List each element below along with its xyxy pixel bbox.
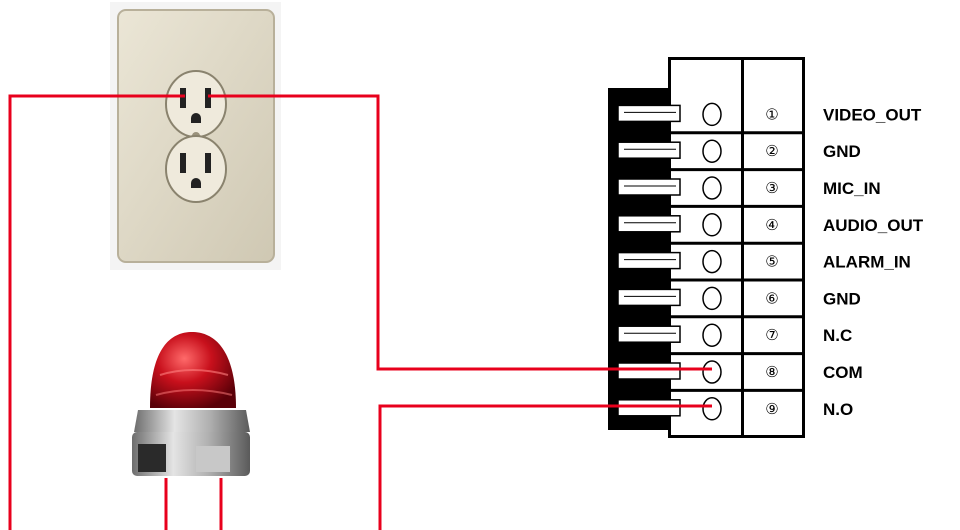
- screw-terminal: [702, 213, 722, 237]
- pin-number: ①: [765, 105, 778, 123]
- pin-number: ⑥: [765, 289, 778, 307]
- terminal-pin-2: ② GND: [617, 131, 861, 163]
- pin-label: COM: [823, 363, 863, 382]
- wires: [8, 94, 712, 530]
- pin-label: GND: [823, 289, 861, 308]
- screw-terminal: [702, 360, 722, 384]
- wire-slot: [617, 362, 681, 380]
- wire-outlet-to-beacon: [8, 94, 185, 530]
- terminal-pin-6: ⑥ GND: [617, 278, 861, 311]
- screw-terminal: [702, 323, 722, 347]
- pin-number: ②: [765, 142, 778, 160]
- wire-no-to-beacon: [378, 404, 712, 530]
- screw-terminal: [702, 176, 722, 200]
- screw-terminal: [702, 249, 722, 274]
- terminal-pin-1: ① VIDEO_OUT: [617, 102, 922, 127]
- pin-label: N.O: [823, 400, 853, 419]
- wire-slot: [617, 399, 681, 417]
- pin-label: VIDEO_OUT: [823, 105, 922, 124]
- pin-number: ⑦: [765, 326, 778, 344]
- red-beacon-light-icon: [132, 332, 250, 476]
- wire-slot: [617, 104, 681, 123]
- terminal-pin-5: ⑤ ALARM_IN: [617, 241, 911, 274]
- pin-label: GND: [823, 142, 861, 161]
- pin-label: MIC_IN: [823, 179, 881, 198]
- wire-slot: [617, 178, 681, 196]
- pin-label: AUDIO_OUT: [823, 216, 924, 235]
- wire-slot: [617, 141, 681, 159]
- wire-slot: [617, 288, 681, 307]
- screw-terminal: [702, 286, 722, 311]
- wire-slot: [617, 251, 681, 270]
- pin-number: ⑧: [765, 363, 778, 381]
- screw-terminal: [702, 397, 722, 421]
- terminal-pin-7: ⑦ N.C: [617, 315, 852, 347]
- wire-slot: [617, 215, 681, 233]
- terminal-pin-3: ③ MIC_IN: [617, 168, 881, 200]
- screw-terminal: [702, 139, 722, 163]
- lower-receptacle: [165, 135, 227, 203]
- pin-number: ④: [765, 216, 778, 234]
- pin-number: ⑤: [765, 253, 778, 271]
- pin-rows: ① VIDEO_OUT ② GND ③ MIC_IN ④ AUDIO_OUT ⑤ ALARM_IN…: [617, 102, 924, 421]
- terminal-block: ① VIDEO_OUT ② GND ③ MIC_IN ④ AUDIO_OUT ⑤ ALARM_IN…: [608, 57, 924, 438]
- pin-label: N.C: [823, 326, 852, 345]
- wire-outlet-to-com: [208, 94, 712, 371]
- pin-number: ③: [765, 179, 778, 197]
- power-outlet-icon: [110, 2, 281, 270]
- pin-number: ⑨: [765, 400, 778, 418]
- screw-terminal: [702, 102, 722, 127]
- upper-receptacle: [165, 70, 227, 138]
- terminal-pin-4: ④ AUDIO_OUT: [617, 204, 924, 237]
- wire-slot: [617, 325, 681, 343]
- pin-label: ALARM_IN: [823, 253, 911, 272]
